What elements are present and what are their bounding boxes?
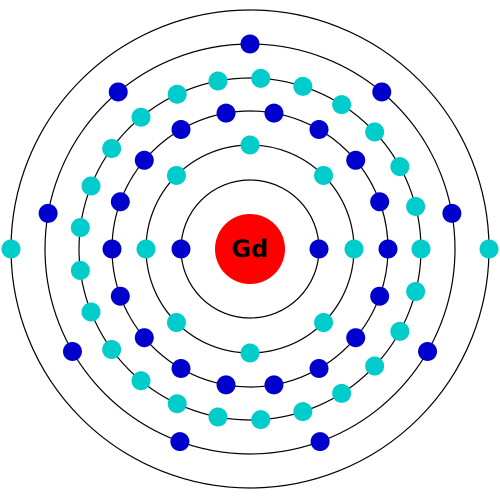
electron-shell-4 — [131, 371, 151, 391]
electron-shell-4 — [390, 321, 410, 341]
electron-shell-4 — [332, 383, 352, 403]
electron-shell-3 — [216, 375, 236, 395]
electron-shell-5 — [310, 432, 330, 452]
electron-shell-3 — [264, 375, 284, 395]
electron-shell-3 — [346, 328, 366, 348]
electron-shell-2 — [240, 135, 260, 155]
electron-shell-5 — [372, 82, 392, 102]
electron-shell-4 — [81, 302, 101, 322]
electron-shell-3 — [378, 239, 398, 259]
electron-shell-5 — [442, 203, 462, 223]
electron-shell-4 — [411, 239, 431, 259]
electron-shell-4 — [167, 394, 187, 414]
electron-shell-1 — [309, 239, 329, 259]
electron-shell-4 — [365, 122, 385, 142]
electron-shell-4 — [406, 282, 426, 302]
electron-shell-4 — [102, 340, 122, 360]
electron-shell-3 — [309, 119, 329, 139]
electron-shell-3 — [134, 150, 154, 170]
electron-shell-4 — [251, 410, 271, 430]
electron-shell-4 — [167, 84, 187, 104]
electron-shell-3 — [171, 119, 191, 139]
electron-shell-2 — [314, 313, 334, 333]
element-symbol: Gd — [232, 235, 269, 263]
electron-shell-5 — [170, 432, 190, 452]
electron-shell-4 — [365, 356, 385, 376]
electron-shell-4 — [406, 196, 426, 216]
electron-shell-4 — [208, 407, 228, 427]
electron-shell-2 — [136, 239, 156, 259]
electron-shell-5 — [38, 203, 58, 223]
electron-shell-2 — [166, 313, 186, 333]
electron-shell-3 — [134, 328, 154, 348]
electron-shell-3 — [264, 103, 284, 123]
electron-shell-2 — [240, 343, 260, 363]
electron-shell-3 — [102, 239, 122, 259]
electron-shell-6 — [479, 239, 499, 259]
electron-shell-4 — [102, 138, 122, 158]
electron-shell-4 — [131, 107, 151, 127]
electron-shell-3 — [346, 150, 366, 170]
electron-shell-6 — [1, 239, 21, 259]
electron-shell-3 — [110, 286, 130, 306]
electron-shell-3 — [110, 192, 130, 212]
electron-shell-1 — [171, 239, 191, 259]
electron-shell-4 — [81, 176, 101, 196]
electron-shell-3 — [171, 359, 191, 379]
electron-shell-3 — [370, 192, 390, 212]
electron-shell-4 — [251, 68, 271, 88]
electron-shell-3 — [216, 103, 236, 123]
electron-shell-5 — [108, 82, 128, 102]
electron-shell-4 — [332, 95, 352, 115]
electron-shell-5 — [418, 342, 438, 361]
electron-shell-4 — [293, 402, 313, 422]
electron-shell-2 — [314, 165, 334, 185]
electrons — [1, 34, 499, 452]
electron-shell-5 — [62, 342, 82, 361]
electron-shell-2 — [166, 165, 186, 185]
electron-shell-2 — [344, 239, 364, 259]
electron-shell-4 — [208, 71, 228, 91]
electron-shell-3 — [370, 286, 390, 306]
electron-shell-4 — [390, 157, 410, 177]
electron-shell-5 — [240, 34, 260, 54]
nucleus — [215, 214, 285, 284]
electron-shell-4 — [293, 76, 313, 96]
electron-shell-4 — [70, 218, 90, 238]
electron-shell-4 — [70, 260, 90, 280]
electron-shell-3 — [309, 359, 329, 379]
